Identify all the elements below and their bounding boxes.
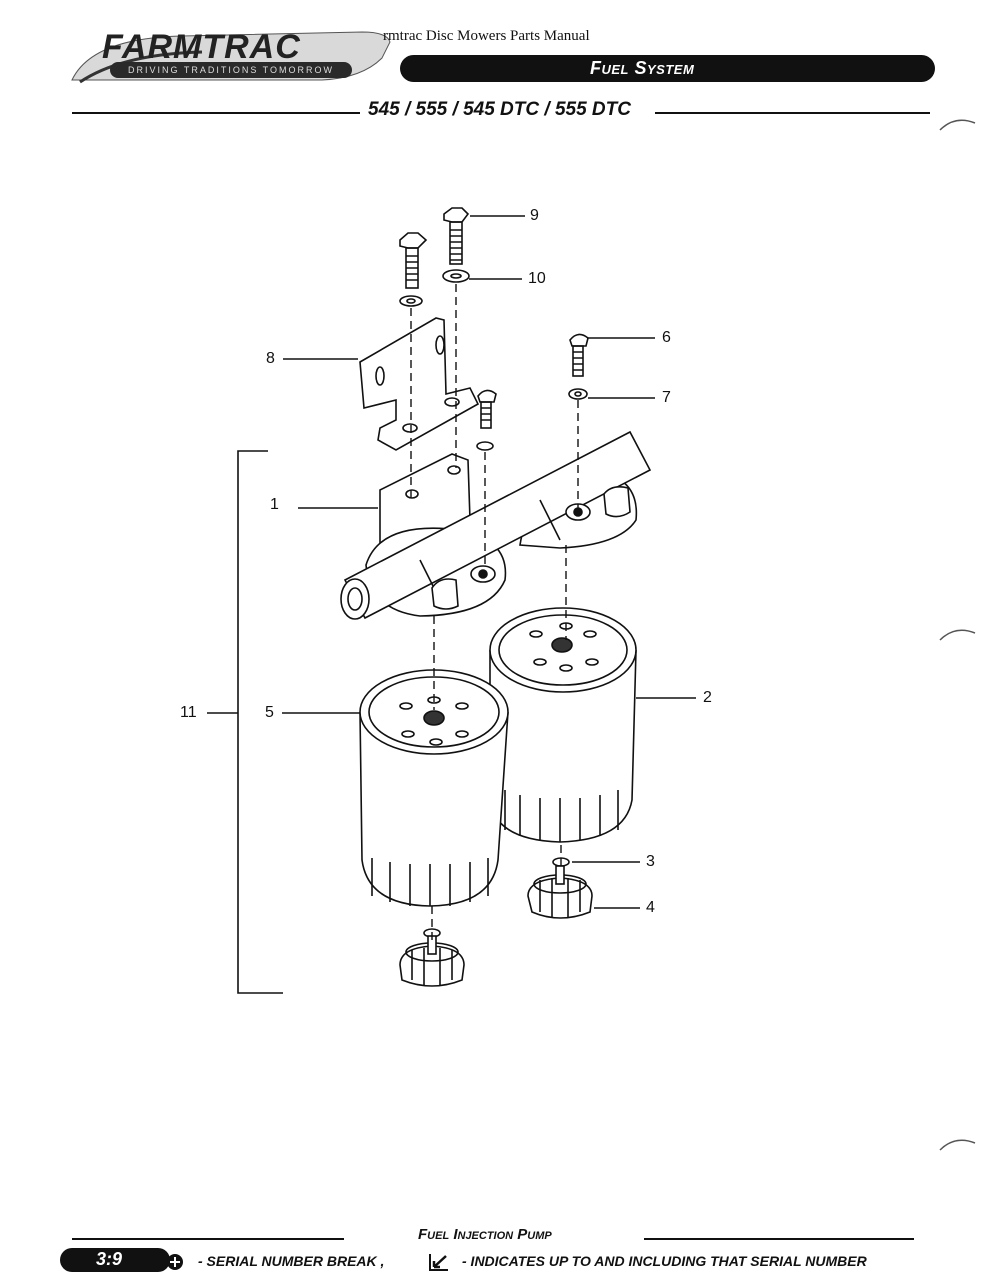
- callout-5: 5: [265, 704, 274, 721]
- binder-hole-mark-icon: [939, 1139, 976, 1151]
- callout-7: 7: [662, 389, 671, 406]
- page-number-badge: 3:9: [60, 1248, 170, 1272]
- bolt-9-icon: [443, 207, 470, 265]
- brand-tagline: DRIVING TRADITIONS TOMORROW: [110, 62, 352, 78]
- model-list: 545 / 555 / 545 DTC / 555 DTC: [368, 99, 631, 120]
- up-to-arrow-icon: [429, 1254, 448, 1271]
- callout-10: 10: [528, 270, 546, 287]
- drain-bowl-4-icon: [527, 865, 593, 919]
- screw-6-icon: [569, 333, 589, 377]
- serial-break-legend: - SERIAL NUMBER BREAK ,: [198, 1253, 385, 1269]
- section-title: Fuel System: [590, 58, 695, 78]
- callout-8: 8: [266, 350, 275, 367]
- header-rule-left: [72, 112, 360, 114]
- callout-6: 6: [662, 329, 671, 346]
- callout-9: 9: [530, 207, 539, 224]
- footer-rule-right: [644, 1238, 914, 1240]
- filter-cartridge-2-icon: [489, 607, 637, 843]
- footer-rule-left: [72, 1238, 344, 1240]
- up-to-legend: - INDICATES UP TO AND INCLUDING THAT SER…: [462, 1253, 867, 1269]
- filter-cartridge-5-icon: [359, 669, 509, 907]
- serial-break-icon: [167, 1254, 183, 1270]
- binder-hole-mark-icon: [939, 629, 976, 641]
- document-title: rmtrac Disc Mowers Parts Manual: [383, 28, 590, 44]
- farmtrac-logo: FARMTRAC DRIVING TRADITIONS TOMORROW: [62, 18, 392, 88]
- brand-name: FARMTRAC: [102, 28, 301, 66]
- binder-hole-mark-icon: [939, 119, 976, 131]
- callout-1: 1: [270, 496, 279, 513]
- callout-11: 11: [180, 704, 197, 721]
- callout-3: 3: [646, 853, 655, 870]
- header-rule-right: [655, 112, 930, 114]
- filter-head-1-icon: [340, 430, 652, 620]
- page-number: 3:9: [96, 1249, 123, 1269]
- bracket-8-icon: [359, 317, 480, 451]
- footer-title: Fuel Injection Pump: [418, 1226, 552, 1243]
- callout-4: 4: [646, 899, 655, 916]
- callout-2: 2: [703, 689, 712, 706]
- section-banner: Fuel System: [400, 55, 935, 82]
